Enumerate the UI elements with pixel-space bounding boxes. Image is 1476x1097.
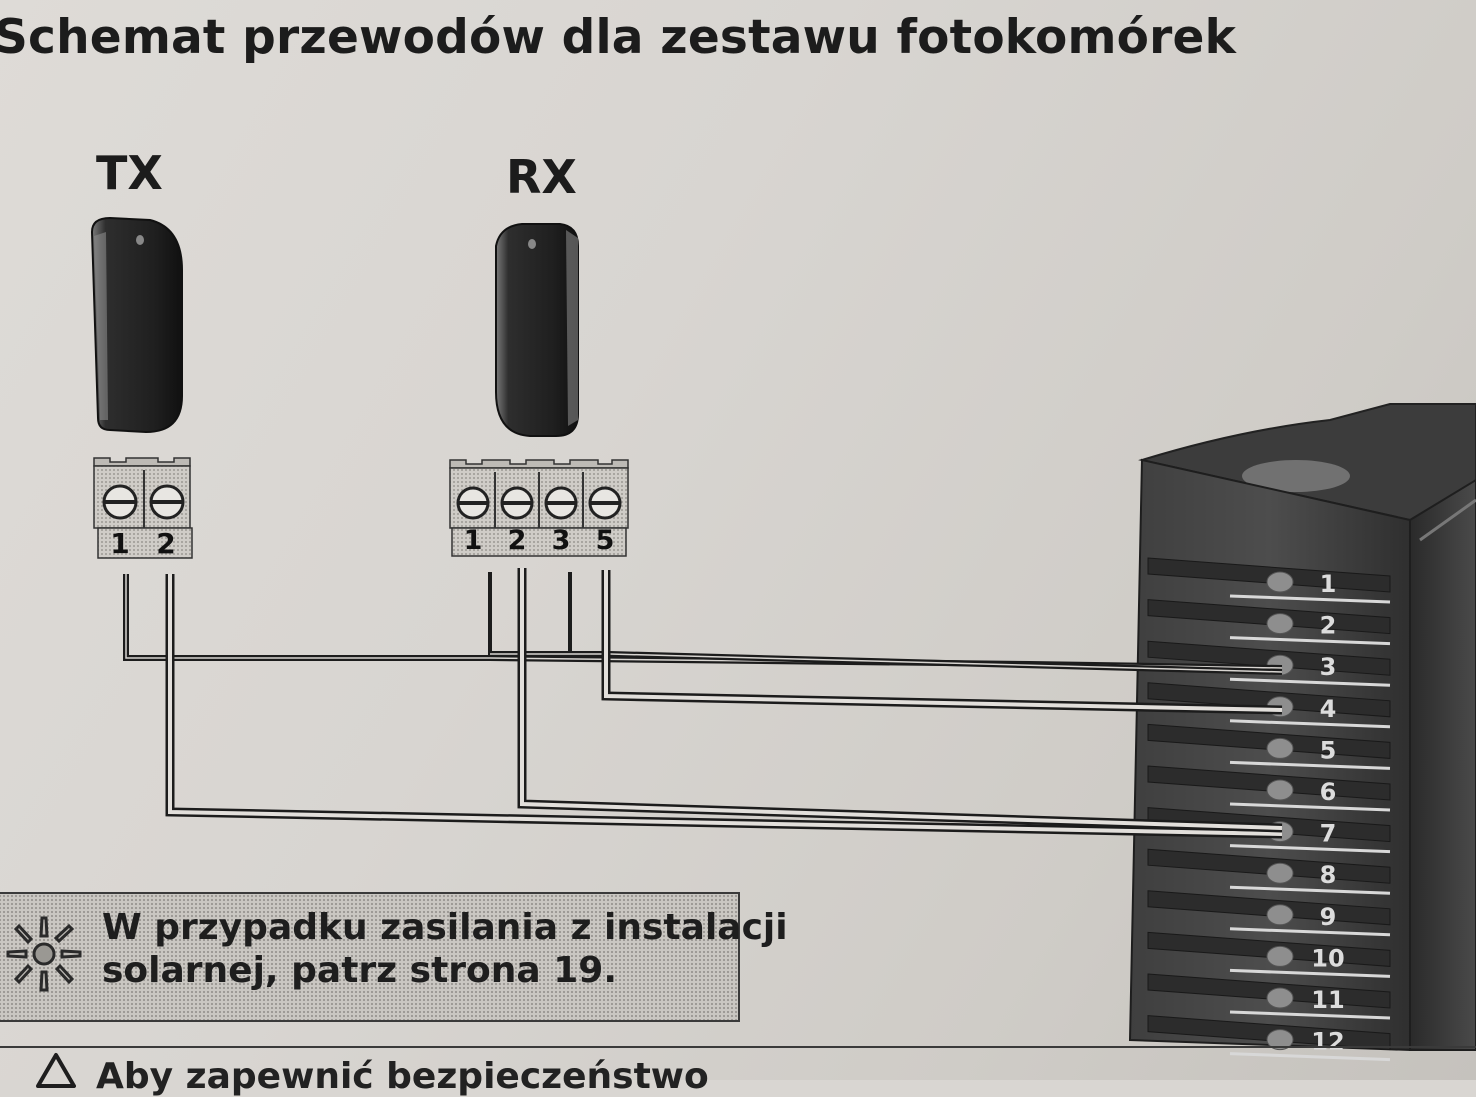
controller-terminal-label: 8 xyxy=(1320,861,1337,889)
controller-terminal-label: 10 xyxy=(1311,944,1344,972)
controller-terminal-label: 9 xyxy=(1320,903,1337,931)
controller-terminal-label: 3 xyxy=(1320,653,1337,681)
controller-terminal-10: 10 xyxy=(1147,931,1391,978)
rx-screw-3 xyxy=(544,486,578,520)
tx-terminal-2-label: 2 xyxy=(156,527,175,560)
solar-info-box: W przypadku zasilania z instalacji solar… xyxy=(0,892,788,1022)
rx-terminal-3-label: 3 xyxy=(552,525,571,556)
wires xyxy=(123,568,1283,839)
rx-screw-2 xyxy=(500,486,534,520)
controller-terminal-label: 5 xyxy=(1320,736,1337,764)
controller-terminal-label: 11 xyxy=(1311,986,1344,1014)
controller-terminal-label: 6 xyxy=(1320,778,1337,806)
solar-info-text: W przypadku zasilania z instalacji solar… xyxy=(102,906,788,992)
footer-text: Aby zapewnić bezpieczeństwo xyxy=(96,1056,709,1097)
wire-rx1-rx3-bridge xyxy=(488,572,572,656)
controller-terminal-11: 11 xyxy=(1147,973,1391,1020)
controller-terminal-label: 4 xyxy=(1320,695,1337,723)
wire-rx5-to-4 xyxy=(601,570,1283,715)
controller-terminal-label: 2 xyxy=(1320,612,1337,640)
tx-terminal-1-label: 1 xyxy=(110,527,129,560)
rx-terminal-2-label: 2 xyxy=(508,525,527,556)
controller-terminal-label: 12 xyxy=(1311,1028,1344,1056)
controller-terminal-5: 5 xyxy=(1147,723,1391,770)
rx-label: RX xyxy=(506,150,577,204)
controller-terminal-4: 4 xyxy=(1147,682,1391,729)
solar-info-line-1: W przypadku zasilania z instalacji xyxy=(102,907,788,948)
tx-screw-2 xyxy=(149,484,185,520)
controller-terminal-label: 1 xyxy=(1320,570,1337,598)
controller-terminal-9: 9 xyxy=(1147,890,1391,937)
rx-terminal-5-label: 5 xyxy=(596,525,615,556)
controller-terminal-label: 7 xyxy=(1320,820,1337,848)
warning-icon xyxy=(36,1053,76,1088)
tx-label: TX xyxy=(96,146,163,200)
controller-terminal-12: 12 xyxy=(1147,1015,1391,1062)
tx-screw-1 xyxy=(102,484,138,520)
rx-sensor xyxy=(495,223,579,437)
solar-info-line-2: solarnej, patrz strona 19. xyxy=(102,950,618,991)
rx-terminal-1-label: 1 xyxy=(464,525,483,556)
divider xyxy=(0,1046,1476,1048)
rx-terminal-block: 1 2 3 5 xyxy=(449,459,629,557)
tx-terminal-block: 1 2 xyxy=(93,457,193,560)
wire-tx2-to-7 xyxy=(165,574,1283,839)
controller-terminal-8: 8 xyxy=(1147,848,1391,895)
rx-screw-1 xyxy=(456,486,490,520)
controller-terminal-1: 1 xyxy=(1147,557,1391,604)
tx-sensor xyxy=(90,216,183,434)
controller-terminal-2: 2 xyxy=(1147,599,1391,646)
rx-screw-5 xyxy=(588,486,622,520)
controller-terminal-6: 6 xyxy=(1147,765,1391,812)
wire-rx2-to-7 xyxy=(517,568,1283,833)
page-title: Schemat przewodów dla zestawu fotokomóre… xyxy=(0,10,1237,65)
sun-icon xyxy=(6,916,82,992)
